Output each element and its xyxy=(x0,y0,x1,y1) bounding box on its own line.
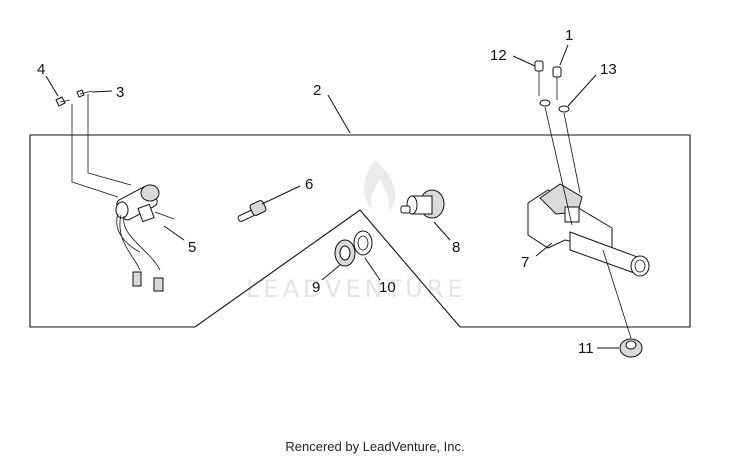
key-part xyxy=(237,200,267,222)
ignition-switch-part xyxy=(115,184,175,292)
callout-1: 1 xyxy=(565,27,573,44)
callout-6: 6 xyxy=(305,176,313,193)
leader-lines xyxy=(45,44,619,349)
credit-footer: Rencered by LeadVenture, Inc. xyxy=(285,439,465,454)
washer-13-part xyxy=(539,99,570,113)
callout-11: 11 xyxy=(578,340,594,357)
callout-3: 3 xyxy=(116,84,124,101)
callout-5: 5 xyxy=(188,239,196,256)
watermark: LEADVENTURE xyxy=(246,160,467,303)
callout-4: 4 xyxy=(37,61,45,78)
washer-10-part xyxy=(353,230,373,256)
callout-7: 7 xyxy=(521,254,529,271)
screw-3-part xyxy=(76,89,93,98)
assembly-line-bracket-b xyxy=(563,112,581,194)
barrel-part xyxy=(400,189,445,219)
assembly-line-switch-a xyxy=(71,104,119,198)
bolt-1-part xyxy=(552,66,562,100)
watermark-flame-icon xyxy=(364,160,396,212)
callout-8: 8 xyxy=(452,239,460,256)
bolt-12-part xyxy=(534,60,544,96)
callout-2: 2 xyxy=(313,82,321,99)
assembly-line-nut xyxy=(602,249,632,339)
callout-10: 10 xyxy=(379,279,396,296)
callout-13: 13 xyxy=(600,61,617,78)
assembly-line-switch-b xyxy=(87,94,132,186)
callout-12: 12 xyxy=(490,47,507,64)
handle-bracket-part xyxy=(527,183,650,277)
nut-9-part xyxy=(334,239,356,267)
callout-9: 9 xyxy=(312,279,320,296)
nut-11-part xyxy=(619,338,643,358)
assembly-line-bracket-a xyxy=(544,106,573,226)
watermark-text: LEADVENTURE xyxy=(246,275,467,303)
kit-outline xyxy=(29,134,691,328)
screw-4-part xyxy=(55,96,71,107)
